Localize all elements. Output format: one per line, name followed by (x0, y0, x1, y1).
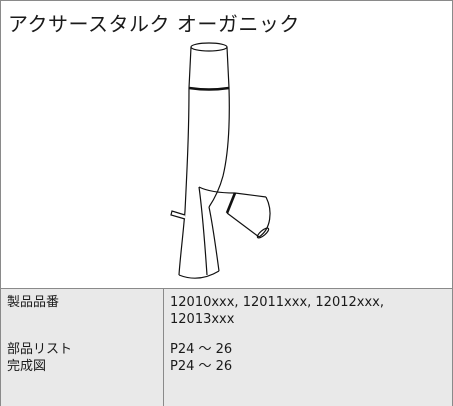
body-inner-leg (198, 186, 208, 276)
assembly-value: P24 ～ 26 (170, 359, 233, 374)
parts-list-value: P24 ～ 26 (170, 342, 233, 357)
branch-bottom-edge (226, 212, 260, 238)
product-number-value-line1: 12010xxx, 12011xxx, 12012xxx, (170, 295, 384, 310)
branch-outlet (256, 227, 270, 239)
spout-band (188, 86, 230, 91)
spout-top-ellipse (190, 42, 228, 52)
branch-band (225, 192, 237, 214)
assembly-label: 完成図 (7, 359, 47, 374)
product-header-panel: アクサースタルク オーガニック (1, 1, 452, 288)
faucet-illustration (170, 42, 271, 279)
product-number-label: 製品品番 (7, 295, 60, 310)
spec-table: 製品品番 12010xxx, 12011xxx, 12012xxx, 12013… (1, 288, 452, 406)
product-number-value-line2: 12013xxx (170, 312, 235, 327)
body-lower-right (208, 206, 220, 272)
branch-end-cap (258, 196, 271, 238)
lever-handle (170, 210, 186, 220)
product-title: アクサースタルク オーガニック (8, 12, 300, 36)
column-divider (163, 289, 164, 406)
spout-upper-body (188, 46, 230, 89)
base-ellipse (178, 270, 220, 279)
branch-top-edge (234, 192, 267, 198)
parts-list-label: 部品リスト (7, 342, 73, 357)
body-left-contour (178, 87, 190, 276)
branch-inner-curve (198, 186, 236, 194)
body-right-contour (208, 87, 230, 208)
